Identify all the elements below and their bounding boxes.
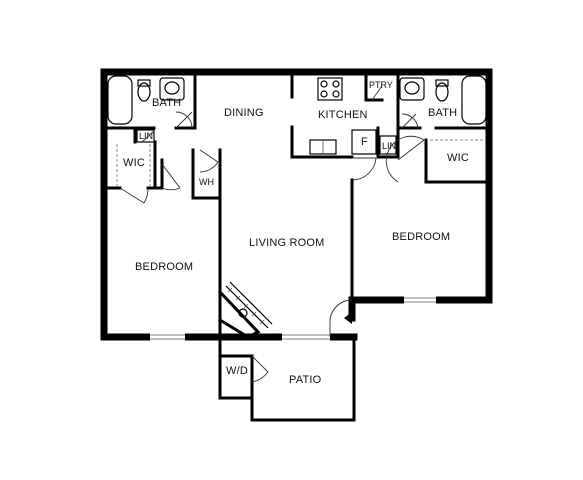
windows: [150, 296, 436, 341]
label-washer-dryer: W/D: [226, 365, 248, 377]
left-linen-closet: [136, 129, 155, 143]
fireplace-icon: [238, 308, 248, 318]
entry-arrow-icon[interactable]: [344, 312, 352, 324]
label-water-heater: WH: [199, 177, 214, 187]
label-kitchen: KITCHEN: [318, 109, 368, 121]
label-lin-left: LIN: [139, 131, 153, 141]
label-wic-right: WIC: [447, 152, 469, 164]
label-patio: PATIO: [289, 374, 322, 386]
label-bath-left: BATH: [152, 97, 181, 109]
label-fridge: F: [361, 136, 368, 148]
entry-door: [329, 299, 353, 337]
left-walk-in-closet: [116, 144, 151, 204]
label-bath-right: BATH: [428, 107, 457, 119]
patio-walls: [218, 335, 356, 422]
fireplace: [217, 281, 273, 339]
right-wic-closet: [385, 135, 486, 183]
label-lin-right: LIN: [382, 141, 396, 151]
water-heater-door: [199, 149, 219, 173]
label-pantry: PTRY: [369, 80, 393, 90]
label-bedroom-right: BEDROOM: [392, 231, 450, 243]
left-bath-fixtures: [107, 75, 193, 129]
room-labels: BATH LIN WIC DINING KITCHEN PTRY BATH F …: [123, 80, 469, 386]
label-living-room: LIVING ROOM: [249, 237, 325, 249]
left-bedroom-door: [161, 163, 181, 191]
label-bedroom-left: BEDROOM: [135, 261, 193, 273]
label-wic-left: WIC: [123, 157, 145, 169]
right-bath-fixtures: [399, 75, 487, 129]
label-dining: DINING: [224, 107, 264, 119]
right-wing-walls: [350, 126, 491, 302]
kitchen-walls: [290, 70, 400, 302]
left-wing-walls: [102, 70, 222, 339]
kitchen-fixtures: [309, 77, 397, 181]
